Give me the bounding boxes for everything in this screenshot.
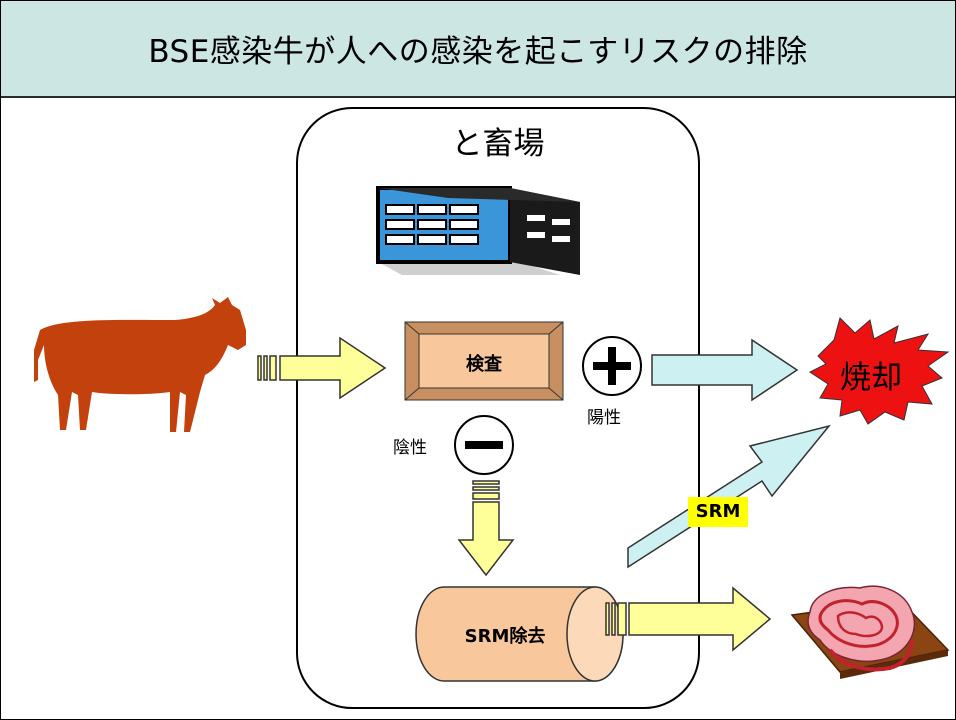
arrow-srm-removal-to-meat [605, 586, 772, 652]
arrow-negative-to-srm-removal [457, 480, 515, 577]
arrow-cow-to-inspection [257, 336, 387, 400]
srm-removal-label: SRM除去 [464, 626, 546, 647]
positive-label: 陽性 [587, 408, 621, 428]
meat-icon [790, 585, 950, 679]
slide-title: BSE感染牛が人への感染を起こすリスクの排除 [148, 34, 808, 70]
negative-label: 陰性 [393, 438, 427, 458]
incineration-burst [809, 317, 950, 425]
cow-icon [34, 297, 246, 432]
building-icon [376, 186, 580, 275]
srm-label-box [688, 497, 748, 527]
inspection-box [404, 321, 564, 401]
facility-label: と畜場 [451, 126, 545, 162]
minus-icon [454, 415, 514, 475]
incineration-label: 焼却 [840, 360, 902, 396]
inspection-label: 検査 [466, 354, 502, 375]
arrow-srm-to-incineration [627, 424, 832, 569]
arrow-positive-to-incineration [651, 338, 799, 402]
title-bar: BSE感染牛が人への感染を起こすリスクの排除 [1, 1, 955, 98]
plus-icon [582, 336, 642, 396]
srm-label: SRM [695, 501, 741, 522]
